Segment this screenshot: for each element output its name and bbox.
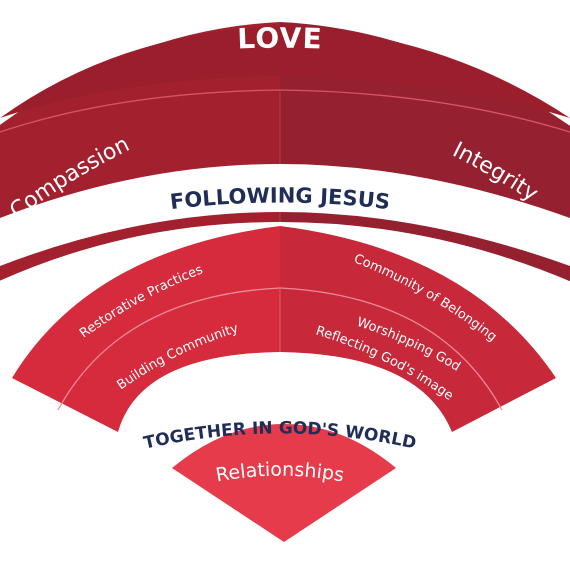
inner-band-segment bbox=[172, 424, 396, 542]
outer-band-inner-divider bbox=[0, 89, 570, 133]
middle-band-left-segment bbox=[12, 226, 280, 432]
outer-band-title: LOVE bbox=[237, 22, 323, 56]
middle-band-right-segment bbox=[280, 226, 556, 432]
middle-band bbox=[12, 226, 556, 432]
outer-band-title-strip bbox=[0, 26, 570, 118]
white-gap-upper bbox=[0, 164, 570, 266]
